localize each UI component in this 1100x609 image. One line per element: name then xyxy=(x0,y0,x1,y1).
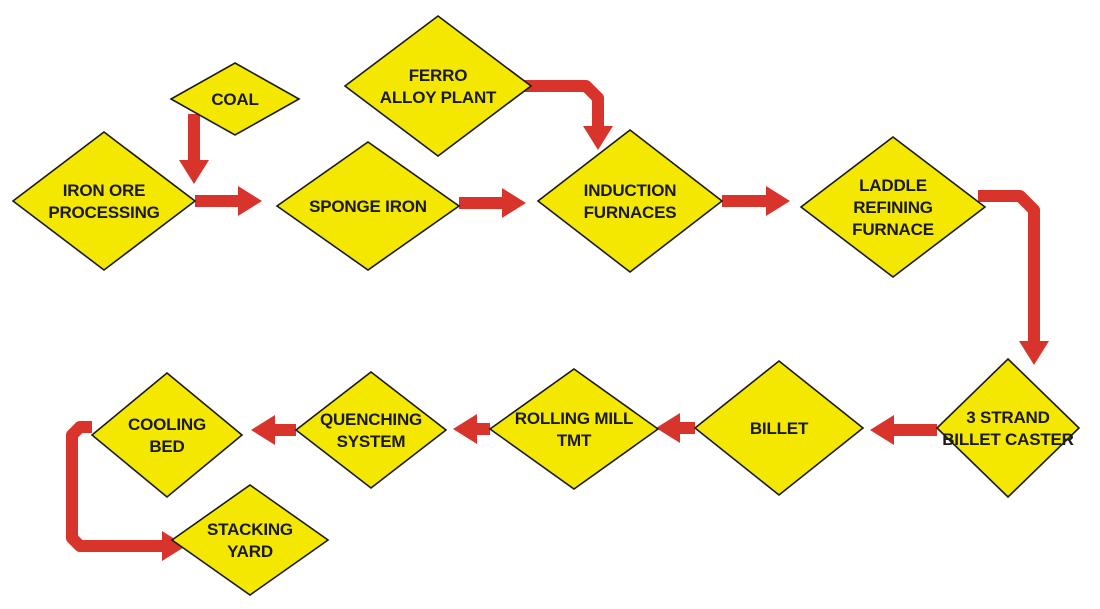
node-label-line: FURNACE xyxy=(852,220,934,239)
node-diamond-shape xyxy=(11,130,197,272)
arrow-head-icon xyxy=(502,188,526,218)
node-label-line: BILLET xyxy=(750,419,809,438)
arrow-head-icon xyxy=(453,414,477,444)
node-label-line: YARD xyxy=(227,542,273,561)
arrow-quenching-system-to-cooling-bed xyxy=(251,415,296,445)
node-label-line: QUENCHING xyxy=(320,410,422,429)
node-label-line: INDUCTION xyxy=(584,181,677,200)
arrow-head-icon xyxy=(251,415,275,445)
arrow-head-icon xyxy=(238,186,262,216)
node-label-line: BED xyxy=(149,437,184,456)
arrow-head-icon xyxy=(179,160,209,184)
arrow-head-icon xyxy=(1019,341,1049,365)
node-coal: COAL xyxy=(169,62,301,136)
node-quenching-system: QUENCHING SYSTEM xyxy=(294,370,448,490)
node-rolling-mill-tmt: ROLLING MILL TMT xyxy=(488,368,660,490)
node-label-line: FURNACES xyxy=(584,203,677,222)
node-label-line: PROCESSING xyxy=(48,203,159,222)
node-label-line: STACKING xyxy=(207,520,293,539)
flow-arrows xyxy=(66,80,1049,561)
node-laddle-refining-furnace: LADDLE REFINING FURNACE xyxy=(799,135,987,279)
arrow-laddle-refining-furnace-to-billet-caster xyxy=(978,190,1049,365)
node-label-line: LADDLE xyxy=(859,176,927,195)
node-label-line: TMT xyxy=(557,431,592,450)
arrow-shaft xyxy=(978,190,1040,343)
node-label-line: REFINING xyxy=(853,198,933,217)
node-label-line: BILLET CASTER xyxy=(942,430,1074,449)
node-label-line: ROLLING MILL xyxy=(515,409,633,428)
arrow-head-icon xyxy=(870,415,894,445)
arrow-shaft xyxy=(524,80,604,128)
node-label-line: 3 STRAND xyxy=(966,408,1049,427)
arrow-cooling-bed-to-stacking-yard xyxy=(66,421,186,561)
node-diamond-shape xyxy=(488,368,660,490)
arrow-shaft xyxy=(66,421,166,552)
node-diamond-shape xyxy=(343,14,533,158)
node-label-line: COAL xyxy=(211,90,258,109)
node-label-line: FERRO xyxy=(409,66,468,85)
node-billet: BILLET xyxy=(693,359,865,497)
node-cooling-bed: COOLING BED xyxy=(90,371,244,499)
node-ferro-alloy-plant: FERRO ALLOY PLANT xyxy=(343,14,533,158)
node-label-line: COOLING xyxy=(128,415,206,434)
node-diamond-shape xyxy=(275,141,461,271)
node-sponge-iron: SPONGE IRON xyxy=(275,141,461,271)
node-billet-caster: 3 STRAND BILLET CASTER xyxy=(935,357,1081,499)
arrow-iron-ore-processing-to-sponge-iron xyxy=(195,186,262,216)
node-diamond-shape xyxy=(693,359,865,497)
arrow-coal-to-iron-ore-processing xyxy=(179,114,209,184)
node-label-line: ALLOY PLANT xyxy=(380,88,497,107)
arrow-billet-to-rolling-mill-tmt xyxy=(656,413,695,443)
node-label-line: SPONGE IRON xyxy=(309,197,427,216)
arrow-ferro-alloy-plant-to-induction-furnaces xyxy=(524,80,613,150)
flow-nodes: COAL FERRO ALLOY PLANT IRON ORE PROCESSING SP… xyxy=(11,14,1081,596)
arrow-sponge-iron-to-induction-furnaces xyxy=(459,188,526,218)
node-diamond-shape xyxy=(169,62,301,136)
node-diamond-shape xyxy=(935,357,1081,499)
node-stacking-yard: STACKING YARD xyxy=(170,484,330,596)
arrow-rolling-mill-tmt-to-quenching-system xyxy=(453,414,490,444)
node-diamond-shape xyxy=(536,128,724,274)
arrow-head-icon xyxy=(162,531,186,561)
arrow-billet-caster-to-billet xyxy=(870,415,937,445)
arrow-head-icon xyxy=(656,413,680,443)
node-diamond-shape xyxy=(294,370,448,490)
node-diamond-shape xyxy=(170,484,330,596)
arrow-induction-furnaces-to-laddle-refining-furnace xyxy=(722,186,790,216)
node-diamond-shape xyxy=(799,135,987,279)
arrow-head-icon xyxy=(766,186,790,216)
node-diamond-shape xyxy=(90,371,244,499)
node-induction-furnaces: INDUCTION FURNACES xyxy=(536,128,724,274)
node-label-line: SYSTEM xyxy=(337,432,406,451)
node-label-line: IRON ORE xyxy=(63,181,145,200)
arrow-head-icon xyxy=(583,126,613,150)
node-iron-ore-processing: IRON ORE PROCESSING xyxy=(11,130,197,272)
